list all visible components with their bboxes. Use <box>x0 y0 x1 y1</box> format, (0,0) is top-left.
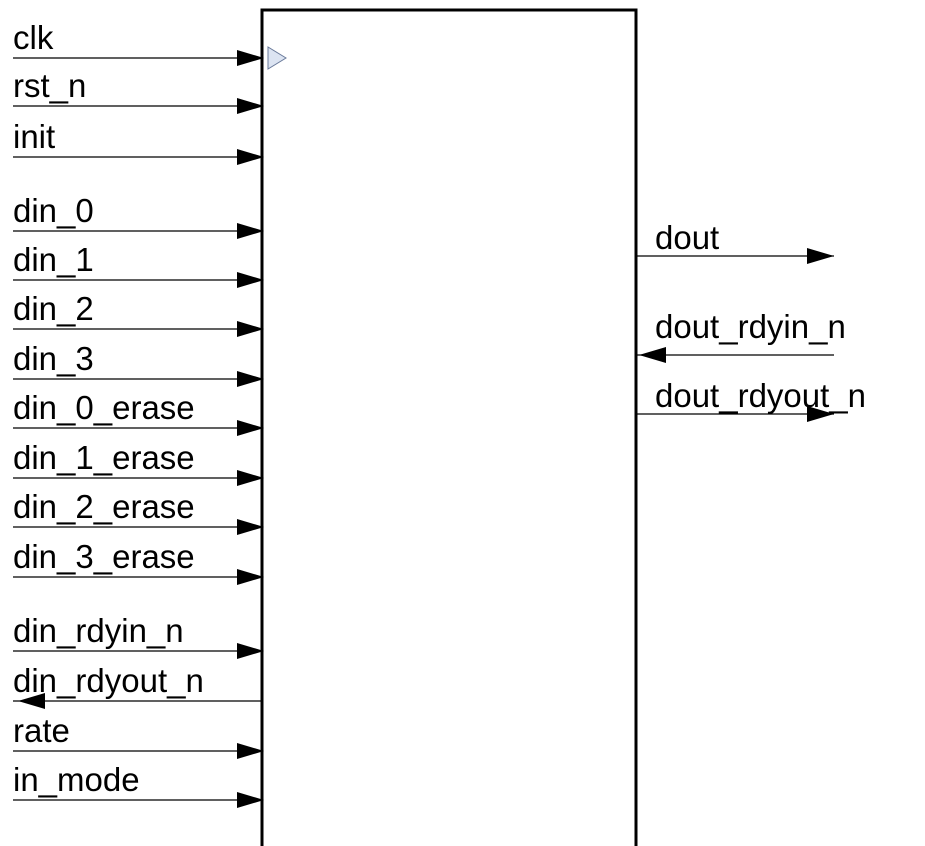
port-label: din_1 <box>13 241 94 278</box>
port-label: din_2 <box>13 290 94 327</box>
port-din_2_erase: din_2_erase <box>13 488 264 535</box>
port-label: dout_rdyout_n <box>655 377 866 414</box>
clock-edge-icon <box>267 46 287 70</box>
port-din_0_erase: din_0_erase <box>13 389 264 436</box>
input-arrow <box>639 347 666 363</box>
port-label: in_mode <box>13 761 140 798</box>
input-arrow <box>237 149 264 165</box>
port-label: dout_rdyin_n <box>655 308 846 345</box>
port-label: din_2_erase <box>13 488 195 525</box>
input-arrow <box>237 519 264 535</box>
port-clk: clk <box>13 19 287 70</box>
port-rst_n: rst_n <box>13 67 264 114</box>
port-in_mode: in_mode <box>13 761 264 808</box>
port-din_1_erase: din_1_erase <box>13 439 264 486</box>
port-din_rdyin_n: din_rdyin_n <box>13 612 264 659</box>
port-din_3: din_3 <box>13 340 264 387</box>
port-label: init <box>13 118 55 155</box>
port-label: din_3_erase <box>13 538 195 575</box>
right-ports: dout dout_rdyin_n dout_rdyout_n <box>637 219 866 422</box>
port-rate: rate <box>13 712 264 759</box>
input-arrow <box>237 50 264 66</box>
input-arrow <box>237 470 264 486</box>
port-din_rdyout_n: din_rdyout_n <box>13 662 262 709</box>
port-din_1: din_1 <box>13 241 264 288</box>
port-label: din_3 <box>13 340 94 377</box>
port-label: din_0_erase <box>13 389 195 426</box>
output-arrow <box>18 693 45 709</box>
input-arrow <box>237 643 264 659</box>
port-dout_rdyin_n: dout_rdyin_n <box>637 308 846 363</box>
port-din_0: din_0 <box>13 192 264 239</box>
output-arrow <box>807 248 834 264</box>
port-dout_rdyout_n: dout_rdyout_n <box>637 377 866 422</box>
input-arrow <box>237 420 264 436</box>
port-label: rate <box>13 712 70 749</box>
port-label: din_1_erase <box>13 439 195 476</box>
module-block <box>260 8 638 846</box>
port-dout: dout <box>637 219 834 264</box>
input-arrow <box>237 371 264 387</box>
port-init: init <box>13 118 264 165</box>
port-label: din_0 <box>13 192 94 229</box>
input-arrow <box>237 98 264 114</box>
port-label: rst_n <box>13 67 86 104</box>
port-din_3_erase: din_3_erase <box>13 538 264 585</box>
input-arrow <box>237 321 264 337</box>
input-arrow <box>237 272 264 288</box>
port-label: clk <box>13 19 54 56</box>
input-arrow <box>237 743 264 759</box>
input-arrow <box>237 569 264 585</box>
port-din_2: din_2 <box>13 290 264 337</box>
output-arrow <box>807 406 834 422</box>
input-arrow <box>237 223 264 239</box>
port-label: din_rdyin_n <box>13 612 184 649</box>
port-label: dout <box>655 219 719 256</box>
input-arrow <box>237 792 264 808</box>
port-label: din_rdyout_n <box>13 662 204 699</box>
